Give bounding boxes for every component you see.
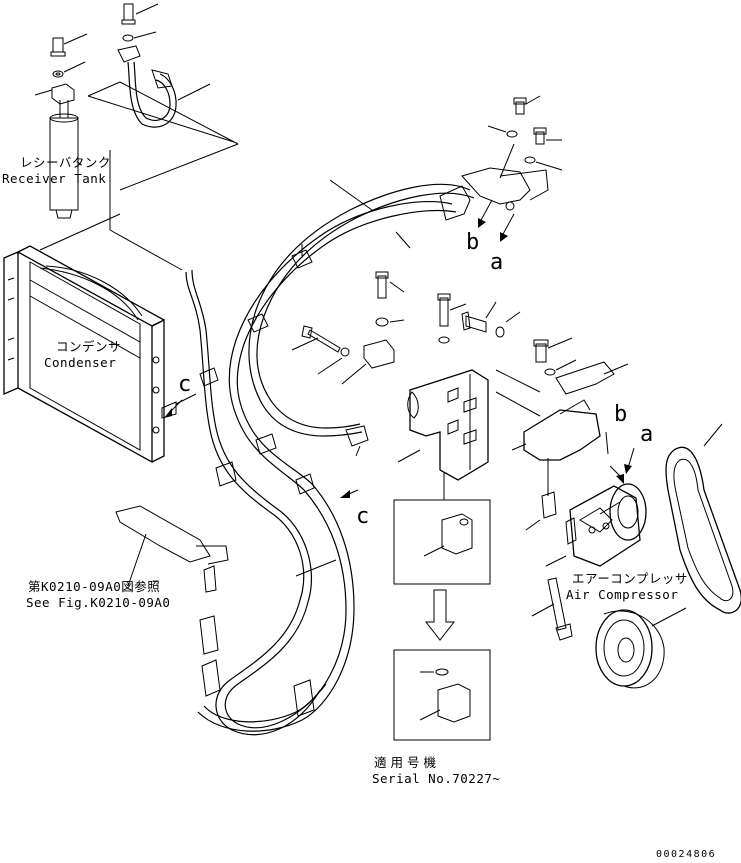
callout-a-compressor: a	[640, 422, 654, 447]
lower-fitting-group	[115, 505, 229, 655]
receiver-tank-label-en: Receiver Tank	[2, 171, 107, 186]
inset-boxes	[393, 499, 491, 741]
air-compressor-label-jp: エアーコンプレッサ	[572, 571, 688, 586]
see-fig-label-jp: 第K0210-09A0図参照	[28, 579, 161, 594]
serial-label-jp: 適用号機	[374, 755, 441, 770]
condenser-label-jp: コンデンサ	[56, 339, 122, 354]
callout-c-condenser: c	[178, 372, 192, 397]
callout-b-top: b	[466, 230, 480, 255]
top-right-bolts	[478, 95, 563, 242]
see-fig-label-en: See Fig.K0210-09A0	[26, 595, 171, 610]
callout-c-hose: c	[356, 504, 370, 529]
callout-b-compressor: b	[614, 402, 628, 427]
receiver-tank-label-jp: レシーバタンク	[20, 155, 111, 170]
hoses-group	[185, 167, 549, 736]
condenser-label-en: Condenser	[44, 355, 117, 370]
callout-a-top: a	[490, 250, 504, 275]
callout-c-arrows	[164, 399, 369, 498]
air-compressor-label-en: Air Compressor	[566, 587, 679, 602]
bracket-group	[291, 271, 629, 531]
serial-label-en: Serial No.70227~	[372, 771, 501, 786]
compressor-group	[531, 423, 741, 689]
top-hose-group	[39, 3, 239, 271]
figure-code: 00024806	[656, 849, 717, 860]
condenser-group	[3, 245, 197, 464]
receiver-tank-group	[34, 33, 88, 219]
